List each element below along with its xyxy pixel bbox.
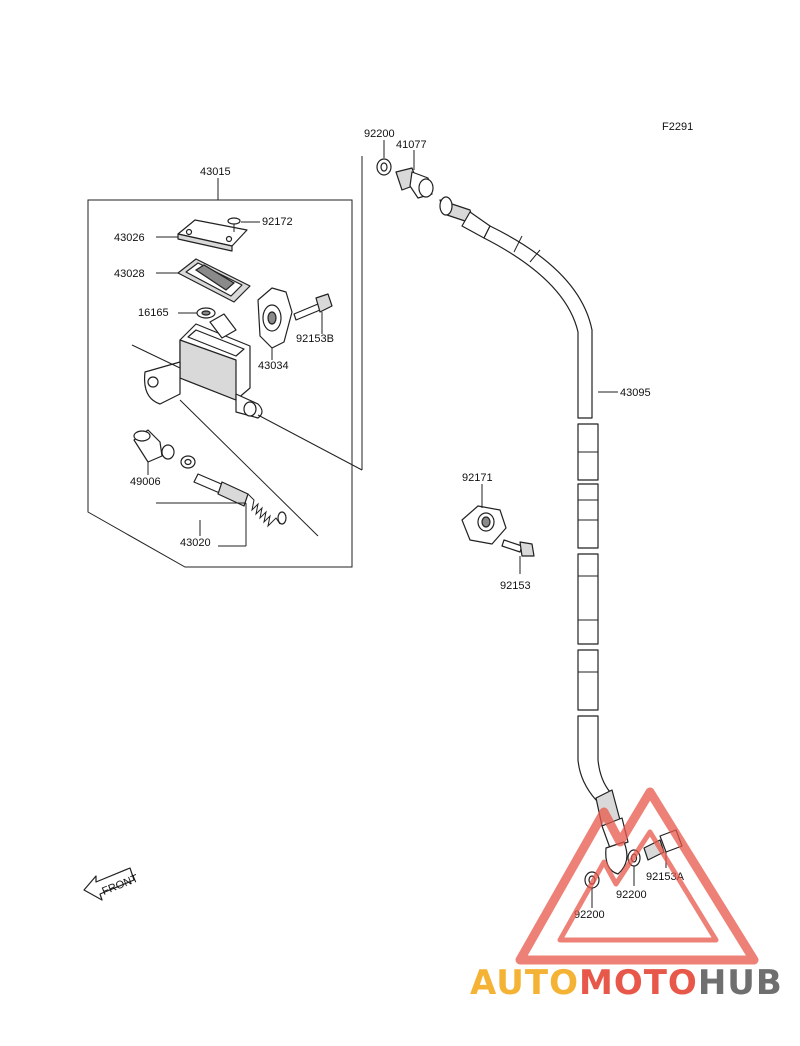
reservoir-cap-43026 <box>177 219 248 252</box>
leader-body-left <box>131 344 181 369</box>
watermark-text: AUTOMOTOHUB <box>470 963 783 1003</box>
diaphragm-43028 <box>177 258 251 303</box>
watermark-hub: HUB <box>698 963 783 1003</box>
piston-boot-49006 <box>133 429 196 469</box>
clamp-43034 <box>257 287 293 349</box>
front-arrow-icon: FRONT <box>83 867 140 901</box>
bolt-92153B <box>293 293 333 321</box>
label-92171: 92171 <box>462 472 493 484</box>
boot-16165 <box>196 307 216 319</box>
label-43020: 43020 <box>180 537 211 549</box>
banjo-bolt-41077 <box>395 167 434 199</box>
label-92153B: 92153B <box>296 333 334 345</box>
label-43026: 43026 <box>114 232 145 244</box>
master-cylinder-body <box>143 313 263 419</box>
assembly-box-43015 <box>87 199 353 568</box>
watermark-triangle-icon <box>515 787 759 965</box>
watermark-logo <box>515 787 759 965</box>
watermark-auto: AUTO <box>470 963 579 1003</box>
figure-code: F2291 <box>662 121 693 133</box>
label-43015: 43015 <box>200 166 231 178</box>
label-16165: 16165 <box>138 307 169 319</box>
watermark-moto: MOTO <box>579 963 698 1003</box>
label-92200-mid: 92200 <box>616 889 647 901</box>
label-92200-top: 92200 <box>364 128 395 140</box>
label-49006: 49006 <box>130 476 161 488</box>
label-92172: 92172 <box>262 216 293 228</box>
leader-body-right <box>257 414 363 471</box>
label-92200-bottom: 92200 <box>574 909 605 921</box>
label-43034: 43034 <box>258 360 289 372</box>
brake-hose-43095 <box>439 196 629 875</box>
washer-92200-top <box>376 158 392 176</box>
label-43028: 43028 <box>114 268 145 280</box>
hose-clamp-92171 <box>461 505 507 545</box>
bolt-92153 <box>501 539 535 557</box>
label-92153: 92153 <box>500 580 531 592</box>
label-41077: 41077 <box>396 139 427 151</box>
screw-92172 <box>227 217 241 232</box>
leader-body-bottom <box>179 399 319 537</box>
label-43095: 43095 <box>620 387 651 399</box>
piston-assembly-43020 <box>193 473 287 528</box>
